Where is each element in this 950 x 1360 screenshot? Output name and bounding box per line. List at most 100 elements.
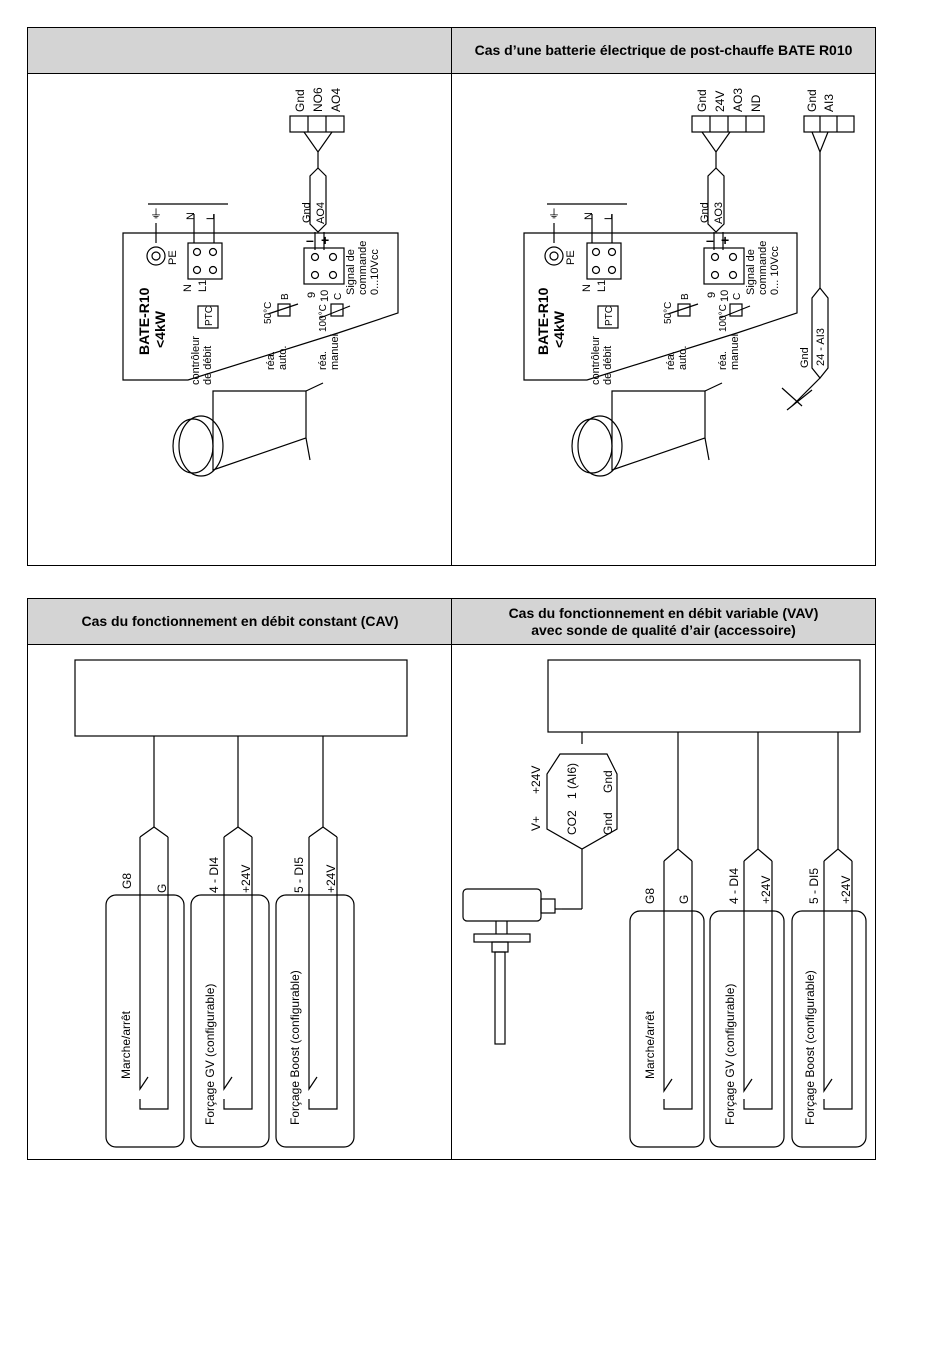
signal-label-1: Signal de [745, 249, 757, 295]
power-terminal-block [187, 242, 223, 280]
signal-terminal-block [703, 247, 745, 285]
switch-box-marche [105, 894, 185, 1148]
co2-label-24v: +24V [529, 766, 543, 794]
cable-label-gnd: Gnd [301, 202, 313, 223]
co2-label-ai6: 1 (AI6) [565, 763, 579, 799]
switch-box-marche [629, 910, 705, 1148]
bate-housing [523, 232, 798, 381]
signal-label-3: 0... 10Vcc [769, 246, 781, 295]
plus-sign: + [321, 232, 329, 248]
terminal-10: 10 [719, 290, 731, 302]
term-label-gnd: Gnd [695, 89, 709, 112]
control-column-divider [451, 599, 452, 1159]
switch-box-boost [791, 910, 867, 1148]
label-l1: L1 [197, 280, 209, 292]
contact-b: B [280, 293, 291, 300]
controller-terminal-block-b [803, 115, 855, 133]
pe-terminal [544, 246, 564, 266]
signal-label-2: commande [757, 241, 769, 295]
ground-symbol: ⏚ [150, 207, 162, 221]
temp-50: 50°C [263, 302, 274, 324]
controller-box [547, 659, 861, 733]
rea-manuel-1: réa. [317, 351, 329, 370]
duct-outlet [571, 418, 613, 474]
bate-diagram-left: Gnd NO6 AO4 Gnd AO4 – + ⏚ N L PE N L1 BA… [122, 87, 399, 477]
ptc-box [597, 305, 619, 329]
rea-manuel-1: réa. [717, 351, 729, 370]
cav-box-label-gv: Forçage GV (configurable) [203, 984, 217, 1125]
co2-probe-head [462, 888, 542, 922]
term-label-ao3: AO3 [731, 88, 745, 112]
cav-box-label-marche: Marche/arrêt [119, 1010, 133, 1079]
ptc-label: PTC [204, 306, 215, 326]
cav-header-text: Cas du fonctionnement en débit constant … [81, 613, 399, 629]
duct-body [611, 390, 706, 471]
ptc-box [197, 305, 219, 329]
model-label: BATE-R10 [535, 287, 551, 355]
controller-label-1: contrôleur [190, 336, 202, 385]
vav-label-g8: G8 [643, 888, 657, 904]
controller-label-2: de débit [202, 346, 214, 385]
signal-terminal-block [303, 247, 345, 285]
bate-housing [122, 232, 399, 381]
pe-label: PE [167, 250, 179, 265]
pe-terminal [146, 246, 166, 266]
label-l1: L1 [596, 280, 608, 292]
term-label-24v: 24V [713, 91, 727, 112]
label-n: N [182, 284, 194, 292]
term-label-gnd-b: Gnd [805, 89, 819, 112]
signal-label-1: Signal de [345, 249, 357, 295]
term-label-ai3: AI3 [822, 94, 836, 112]
term-label-ao4: AO4 [329, 88, 343, 112]
power-label: <4kW [551, 310, 567, 348]
vav-label-di5: 5 - DI5 [807, 868, 821, 904]
vav-box-label-marche: Marche/arrêt [643, 1010, 657, 1079]
ground-symbol: ⏚ [548, 207, 560, 221]
bate-header-right: Cas d’une batterie électrique de post-ch… [452, 28, 875, 74]
rea-manuel-2: manuel [729, 334, 741, 370]
label-n: N [581, 284, 593, 292]
contact-b: B [680, 293, 691, 300]
cable-label-ao4: AO4 [315, 202, 327, 224]
duct-outlet [172, 418, 214, 474]
co2-probe-stem [494, 951, 506, 1045]
control-wiring-table: Cas du fonctionnement en débit constant … [27, 598, 876, 1160]
term-label-no6: NO6 [311, 87, 325, 112]
switch-box-boost [275, 894, 355, 1148]
cable-label-ao3: AO3 [713, 202, 725, 224]
model-label: BATE-R10 [136, 287, 152, 355]
controller-box [74, 659, 408, 737]
plus-sign: + [721, 232, 729, 248]
cav-label-di5: 5 - DI5 [292, 857, 306, 893]
bate-header-right-text: Cas d’une batterie électrique de post-ch… [474, 42, 853, 58]
terminal-9: 9 [706, 292, 718, 298]
pe-label: PE [565, 250, 577, 265]
rea-auto-1: réa. [265, 351, 277, 370]
cable-sleeve [707, 167, 725, 233]
cav-label-di4: 4 - DI4 [207, 857, 221, 893]
bate-wiring-table: Cas d’une batterie électrique de post-ch… [27, 27, 876, 566]
cav-diagram: G8 G 4 - DI4 +24V 5 - DI5 +24V Marche/ar… [74, 659, 408, 1148]
vav-label-24v-a: +24V [759, 876, 773, 904]
temp-50: 50°C [663, 302, 674, 324]
minus-sign: – [706, 232, 714, 248]
co2-label-vplus: V+ [529, 816, 543, 831]
vav-header-line2: avec sonde de qualité d’air (accessoire) [531, 621, 796, 638]
vav-label-di4: 4 - DI4 [727, 868, 741, 904]
signal-label-3: 0...10Vcc [369, 249, 381, 295]
cable-sleeve [309, 167, 327, 233]
term-label-gnd: Gnd [293, 89, 307, 112]
co2-label-co2: CO2 [565, 810, 579, 835]
probe-label-ai3: 24 - AI3 [815, 328, 827, 366]
bate-header-left [28, 28, 452, 74]
term-label-nd: ND [749, 94, 763, 112]
switch-box-gv [709, 910, 785, 1148]
supply-label-l: L [603, 214, 615, 220]
rea-auto-2: auto. [277, 346, 289, 370]
vav-header-line1: Cas du fonctionnement en débit variable … [508, 604, 819, 621]
vav-header: Cas du fonctionnement en débit variable … [452, 599, 875, 645]
power-terminal-block [586, 242, 622, 280]
switch-box-gv [190, 894, 270, 1148]
vav-diagram: V+ +24V CO2 1 (AI6) Gnd Gnd G8 G 4 - DI4… [462, 659, 867, 1148]
cav-box-label-boost: Forçage Boost (configurable) [288, 970, 302, 1125]
